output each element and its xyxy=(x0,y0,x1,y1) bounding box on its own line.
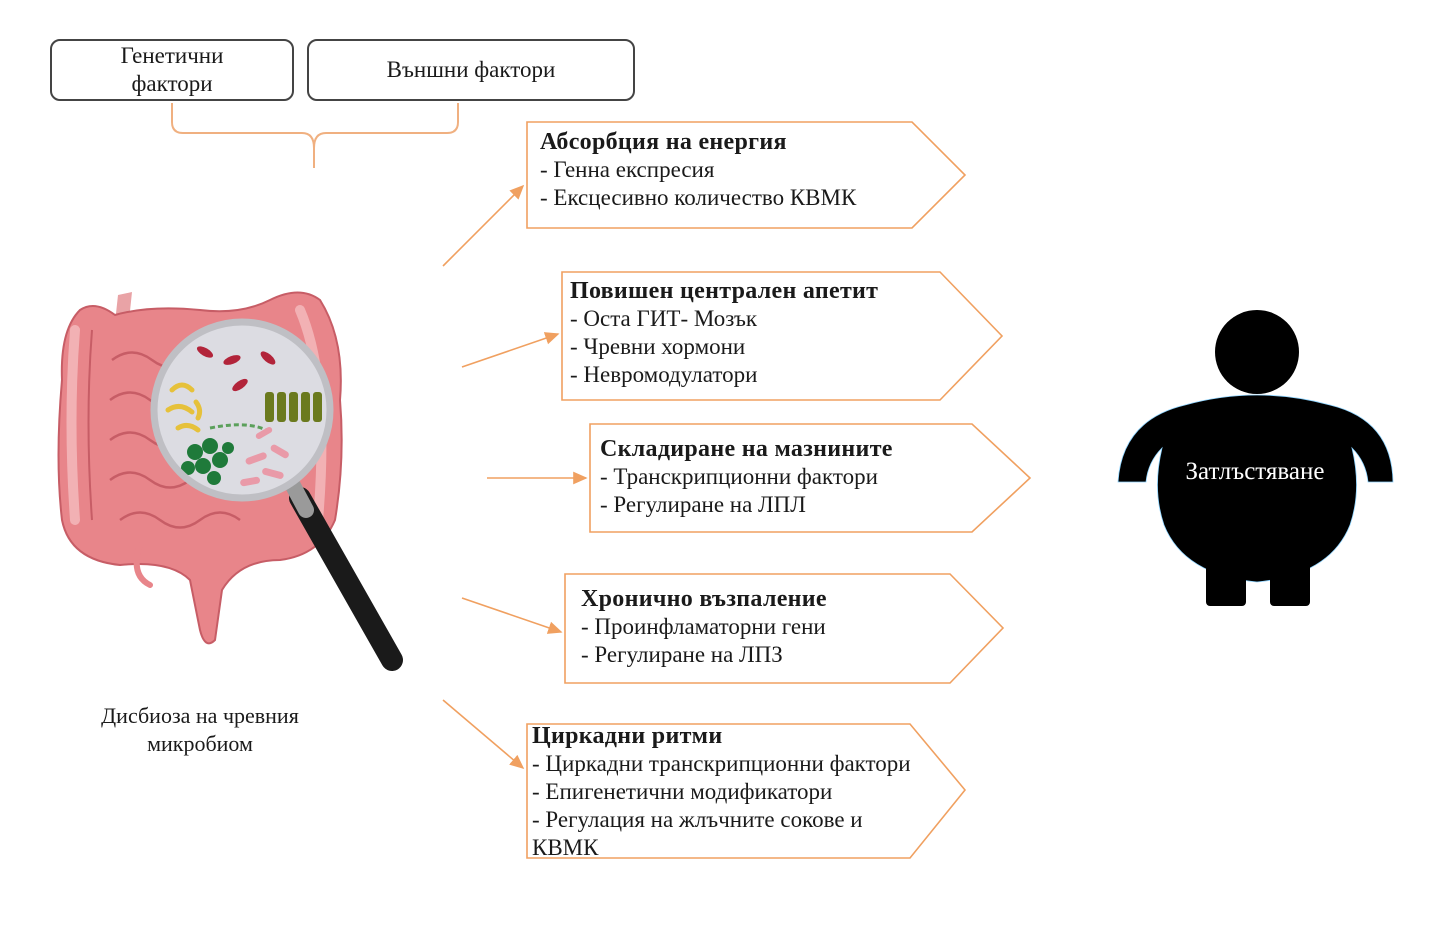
mechanism-inflammation-title: Хронично възпаление xyxy=(581,586,827,612)
genetic-factors-line2: фактори xyxy=(131,71,213,96)
arrow-to-appetite xyxy=(461,332,560,368)
mechanism-box-appetite xyxy=(561,271,1004,401)
mechanism-box-fat xyxy=(589,423,1032,533)
mechanism-appetite: Повишен централен апетит - Оста ГИТ- Моз… xyxy=(570,277,878,389)
genetic-factors-line1: Генетични xyxy=(120,43,224,68)
mechanism-box-inflammation xyxy=(564,573,1005,684)
bacteria-icon xyxy=(154,322,330,498)
factors-brace xyxy=(171,103,459,168)
dysbiosis-caption-line1: Дисбиоза на чревния xyxy=(101,703,299,728)
arrow-to-energy xyxy=(442,184,525,267)
external-factors-box: Външни фактори xyxy=(307,39,635,101)
dysbiosis-caption-line2: микробиом xyxy=(147,731,253,756)
mechanism-box-energy xyxy=(526,121,967,229)
mechanism-circadian: Циркадни ритми - Циркадни транскрипционн… xyxy=(532,722,911,862)
mechanism-circadian-title: Циркадни ритми xyxy=(532,723,723,749)
mechanism-circadian-item: - Регулация на жлъчните сокове и xyxy=(532,807,863,832)
mechanism-fat-item: - Регулиране на ЛПЛ xyxy=(600,492,806,517)
mechanism-energy: Абсорбция на енергия - Генна експресия -… xyxy=(540,128,856,212)
mechanism-appetite-item: - Оста ГИТ- Мозък xyxy=(570,306,758,331)
genetic-factors-box: Генетични фактори xyxy=(50,39,294,101)
arrow-to-inflammation xyxy=(461,597,563,634)
mechanism-appetite-item: - Чревни хормони xyxy=(570,334,746,359)
mechanism-energy-item: - Генна експресия xyxy=(540,157,715,182)
mechanism-fat: Складиране на мазнините - Транскрипционн… xyxy=(600,435,893,519)
mechanism-energy-title: Абсорбция на енергия xyxy=(540,129,787,155)
external-factors-label: Външни фактори xyxy=(386,57,556,82)
mechanism-fat-title: Складиране на мазнините xyxy=(600,436,893,462)
mechanism-inflammation-item: - Регулиране на ЛПЗ xyxy=(581,642,783,667)
obesity-label: Затлъстяване xyxy=(1185,458,1325,485)
mechanism-circadian-item: - Епигенетични модификатори xyxy=(532,779,833,804)
magnifier-icon xyxy=(150,318,403,671)
mechanism-inflammation: Хронично възпаление - Проинфламаторни ге… xyxy=(581,585,827,669)
mechanism-circadian-item: - Циркадни транскрипционни фактори xyxy=(532,751,911,776)
mechanism-inflammation-item: - Проинфламаторни гени xyxy=(581,614,826,639)
mechanism-appetite-title: Повишен централен апетит xyxy=(570,278,879,304)
mechanism-fat-item: - Транскрипционни фактори xyxy=(600,464,878,489)
person-silhouette-icon xyxy=(1117,310,1394,606)
mechanism-circadian-item: КВМК xyxy=(532,835,599,860)
mechanism-appetite-item: - Невромодулатори xyxy=(570,362,758,387)
dysbiosis-caption: Дисбиоза на чревния микробиом xyxy=(70,702,330,758)
arrow-to-circadian xyxy=(442,699,525,770)
mechanism-energy-item: - Ексцесивно количество КВМК xyxy=(540,185,857,210)
mechanism-box-circadian xyxy=(526,723,967,859)
